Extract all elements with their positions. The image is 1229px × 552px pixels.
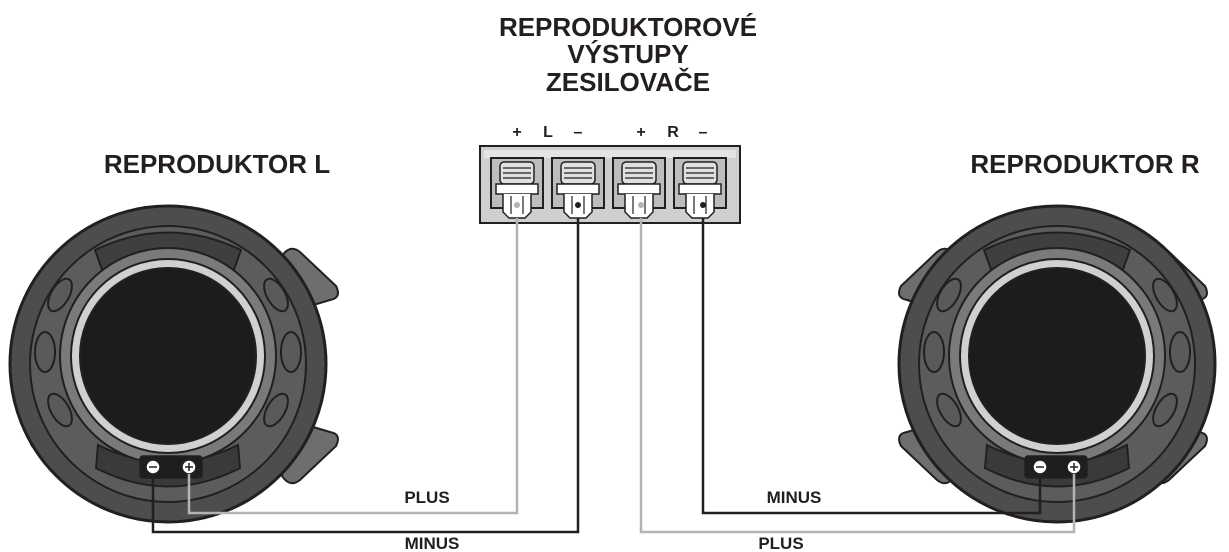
wire-left-plus [187, 218, 519, 515]
speaker-left-plus-terminal [181, 459, 197, 475]
speaker-right-title: REPRODUKTOR R [970, 149, 1199, 179]
speaker-left-title: REPRODUKTOR L [104, 149, 330, 179]
terminal-label-left-minus: – [574, 124, 583, 141]
terminal-left-plus [490, 157, 544, 219]
amp-terminal-block [479, 145, 741, 224]
amp-title-line-3: ZESILOVAČE [546, 67, 710, 97]
wire-label-left-minus: MINUS [405, 534, 460, 552]
wire-left-minus [151, 218, 580, 534]
wire-label-right-minus: MINUS [767, 488, 822, 507]
wire-right-plus [639, 218, 1076, 534]
terminal-right-plus [612, 157, 666, 219]
terminal-left-minus [551, 157, 605, 219]
amp-title-line-1: REPRODUKTOROVÉ [499, 12, 757, 42]
terminal-label-left-plus: + [512, 124, 521, 141]
terminal-right-minus [673, 157, 727, 219]
wire-right-minus [701, 218, 1042, 515]
wires [151, 202, 1076, 534]
speaker-left [8, 204, 339, 524]
terminal-label-left-channel: L [543, 124, 553, 141]
terminal-label-right-plus: + [636, 124, 645, 141]
speaker-right-plus-terminal [1066, 459, 1082, 475]
amp-title-line-2: VÝSTUPY [567, 39, 688, 69]
terminal-labels: + L – + R – [512, 124, 707, 141]
speaker-right-minus-terminal [1032, 459, 1048, 475]
wire-label-left-plus: PLUS [404, 488, 449, 507]
terminal-label-right-minus: – [699, 124, 708, 141]
terminal-label-right-channel: R [667, 124, 679, 141]
wire-label-right-plus: PLUS [758, 534, 803, 552]
speaker-right [897, 204, 1217, 524]
speaker-left-minus-terminal [145, 459, 161, 475]
